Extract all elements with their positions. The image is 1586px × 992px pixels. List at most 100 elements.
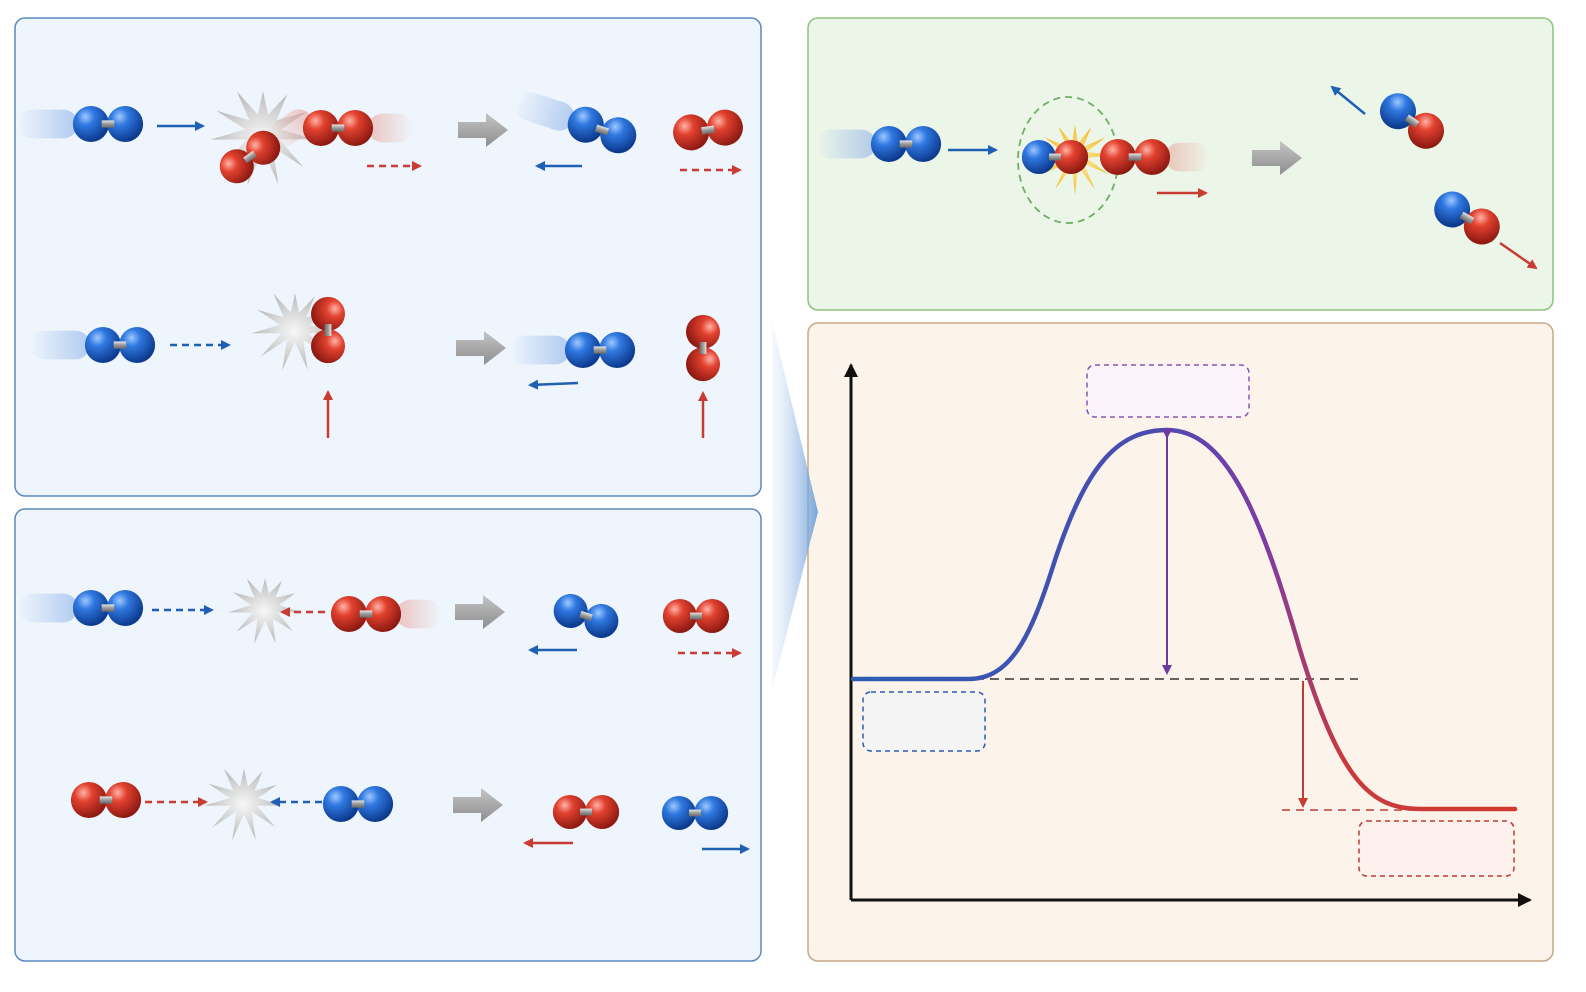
bond [359,610,373,618]
red-atom [552,795,587,829]
blue-atom [107,106,144,142]
molecule-blue-rebound [661,796,729,830]
bond [701,125,715,135]
connector-funnel [772,322,818,690]
red-atom [330,596,367,632]
reaction-energy-curve [850,427,1518,812]
blue-rebound-arrow [528,379,579,390]
red-atom [706,109,743,146]
bond [331,124,345,132]
bond [1459,211,1475,225]
result-arrow-icon [453,788,503,822]
blue-atom [72,106,109,142]
peak-label-box [1086,364,1250,418]
molecule-red-rebound [552,795,620,829]
red-atom [673,114,710,151]
molecule-blue-incoming [17,590,144,626]
collision-flash-icon [251,293,337,371]
bond [690,612,702,620]
molecule-red-tilted [219,109,313,184]
energy-profile-graph [844,363,1532,907]
collision-flash-icon [228,578,300,644]
blue-atom [870,126,907,162]
panel-energy-profile [807,322,1554,962]
bond [243,150,257,164]
blue-atom [553,594,588,629]
red-atom [70,782,107,818]
molecule-red-rebound [662,599,730,633]
result-arrow-icon [458,113,508,147]
red-atom [1054,140,1089,174]
blue-atom [322,786,359,822]
red-atom [311,329,345,364]
molecule-blue-incoming [17,106,144,142]
bond [580,808,592,816]
bond [101,604,115,612]
red-atom [337,110,374,146]
molecule-red-incoming [302,110,414,146]
bond [101,120,115,128]
red-atom [311,296,345,331]
bond [113,341,127,349]
product-molecule-blue-red [1379,93,1445,149]
molecule-blue-incoming [29,327,156,363]
bond [351,800,365,808]
molecule-red-incoming [70,782,142,818]
molecule-blue-rebound [553,594,619,638]
collision-flash-icon [203,768,283,841]
red-atom [662,599,697,633]
blue-atom [357,786,394,822]
bond [1128,153,1142,161]
bond [594,124,610,136]
blue-atom [107,590,144,626]
bond [689,809,701,817]
panel-ineffective-collisions-oriented [14,17,762,497]
molecule-red-incoming [1099,139,1211,175]
bond [324,324,332,336]
red-atom [302,110,339,146]
molecule-red-vertical [311,296,345,364]
bond [99,796,113,804]
blue-atom [584,603,619,638]
blue-atom [599,332,636,368]
blue-atom [661,796,696,830]
molecule-red-vertical [686,314,720,382]
blue-atom [905,126,942,162]
red-atom [1099,139,1136,175]
red-atom [585,795,620,829]
bond [699,342,707,354]
product-motion-arrow [1330,85,1366,115]
blue-atom [84,327,121,363]
molecule-blue-incoming [322,786,394,822]
result-arrow-icon [1252,141,1302,175]
molecule-activated-blue-red [1021,140,1089,174]
blue-atom [72,590,109,626]
bond [593,346,607,354]
result-arrow-icon [455,595,505,629]
bond [1049,153,1061,161]
molecule-blue-rebound [509,332,636,368]
red-atom [686,314,720,349]
bond [1404,114,1420,128]
red-atom [1134,139,1171,175]
product-motion-arrow [1499,241,1538,270]
reactant-label-box [862,691,986,752]
blue-atom [600,117,637,154]
product-label-box [1358,820,1515,877]
bond [579,610,593,622]
red-atom [695,599,730,633]
bond [899,140,913,148]
product-molecule-blue-red [1434,191,1500,245]
blue-atom [119,327,156,363]
red-atom [686,347,720,382]
blue-atom [567,106,604,143]
blue-atom [1021,140,1056,174]
red-atom [365,596,402,632]
molecule-red-incoming [330,596,442,632]
blue-atom [564,332,601,368]
result-arrow-icon [456,331,506,365]
red-atom [105,782,142,818]
molecule-red-rebound [673,109,743,151]
molecule-blue-incoming [815,126,942,162]
